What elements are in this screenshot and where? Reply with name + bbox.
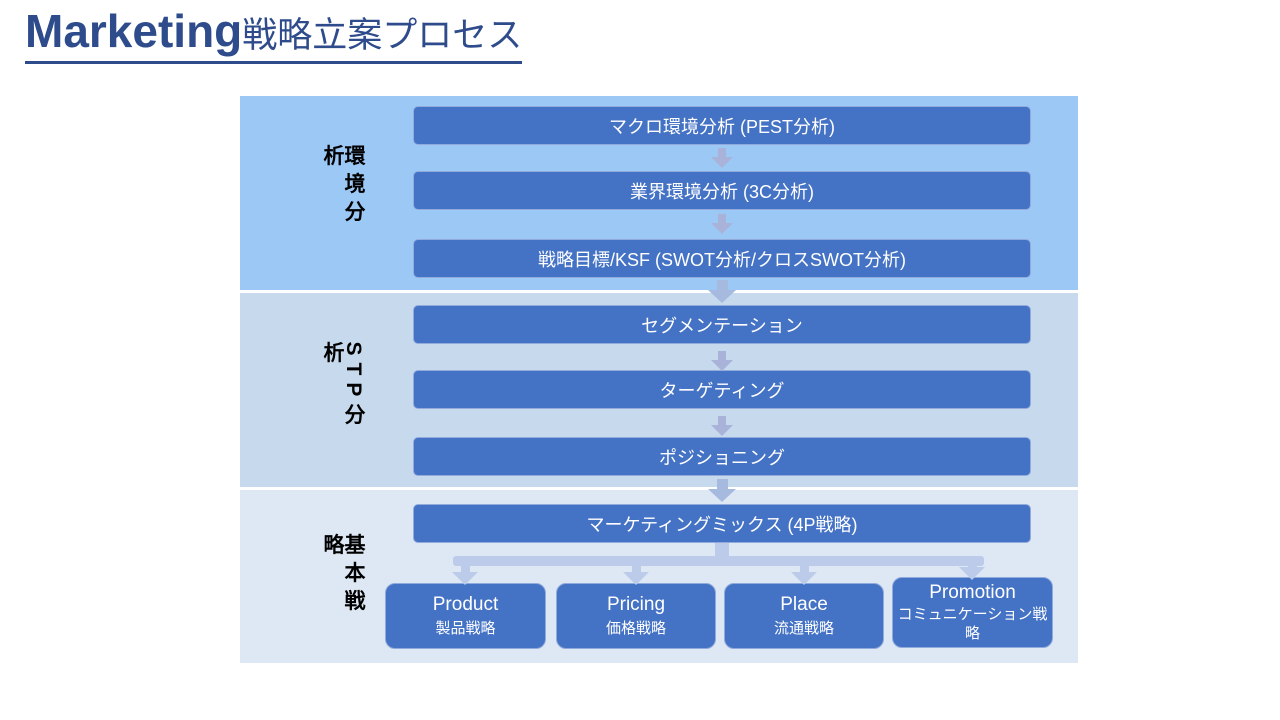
down-arrow-icon: [708, 479, 736, 502]
down-arrow-icon: [791, 565, 817, 585]
strategy-box-promotion-title: Promotion: [929, 582, 1016, 604]
down-arrow-icon: [959, 560, 985, 580]
strategy-box-pricing: Pricing 価格戦略: [556, 583, 716, 649]
section-stp-label: STP分析: [321, 341, 365, 432]
strategy-box-product: Product 製品戦略: [385, 583, 546, 649]
strategy-box-product-title: Product: [432, 594, 499, 616]
strategy-box-promotion-subtitle: コミュニケーション戦略: [897, 606, 1048, 642]
process-box-positioning: ポジショニング: [413, 437, 1031, 476]
strategy-box-place-title: Place: [780, 594, 828, 616]
section-env-analysis: 環境分析 マクロ環境分析 (PEST分析) 業界環境分析 (3C分析) 戦略目標…: [240, 96, 1078, 290]
process-box-strategy-goal: 戦略目標/KSF (SWOT分析/クロスSWOT分析): [413, 239, 1031, 278]
connector-bar: [453, 556, 984, 566]
down-arrow-icon: [623, 565, 649, 585]
process-box-macro-env: マクロ環境分析 (PEST分析): [413, 106, 1031, 145]
strategy-box-pricing-subtitle: 価格戦略: [605, 620, 666, 637]
strategy-box-promotion: Promotion コミュニケーション戦略: [892, 577, 1053, 648]
down-arrow-icon: [452, 565, 478, 585]
page-title-ja: 戦略立案プロセス: [242, 16, 523, 55]
strategy-box-place-subtitle: 流通戦略: [773, 620, 834, 637]
process-diagram: 環境分析 マクロ環境分析 (PEST分析) 業界環境分析 (3C分析) 戦略目標…: [240, 96, 1078, 663]
down-arrow-icon: [711, 214, 733, 234]
down-arrow-icon: [711, 148, 733, 168]
page-title-en: Marketing: [25, 5, 243, 57]
section-stp-analysis: STP分析 セグメンテーション ターゲティング ポジショニング: [240, 293, 1078, 487]
connector-stem: [715, 543, 729, 558]
process-box-industry-env: 業界環境分析 (3C分析): [413, 171, 1031, 210]
strategy-box-product-subtitle: 製品戦略: [435, 620, 496, 637]
strategy-box-place: Place 流通戦略: [724, 583, 884, 649]
process-box-targeting: ターゲティング: [413, 370, 1031, 409]
section-basic-strategy: 基本戦略 マーケティングミックス (4P戦略) Product 製品戦略 Pri…: [240, 490, 1078, 663]
down-arrow-icon: [711, 416, 733, 436]
section-env-label: 環境分析: [321, 144, 365, 229]
process-box-marketing-mix: マーケティングミックス (4P戦略): [413, 504, 1031, 543]
down-arrow-icon: [708, 280, 736, 303]
page-title: Marketing戦略立案プロセス: [25, 4, 523, 64]
down-arrow-icon: [711, 351, 733, 371]
section-basic-label: 基本戦略: [321, 533, 365, 618]
strategy-box-pricing-title: Pricing: [606, 594, 666, 616]
process-box-segmentation: セグメンテーション: [413, 305, 1031, 344]
